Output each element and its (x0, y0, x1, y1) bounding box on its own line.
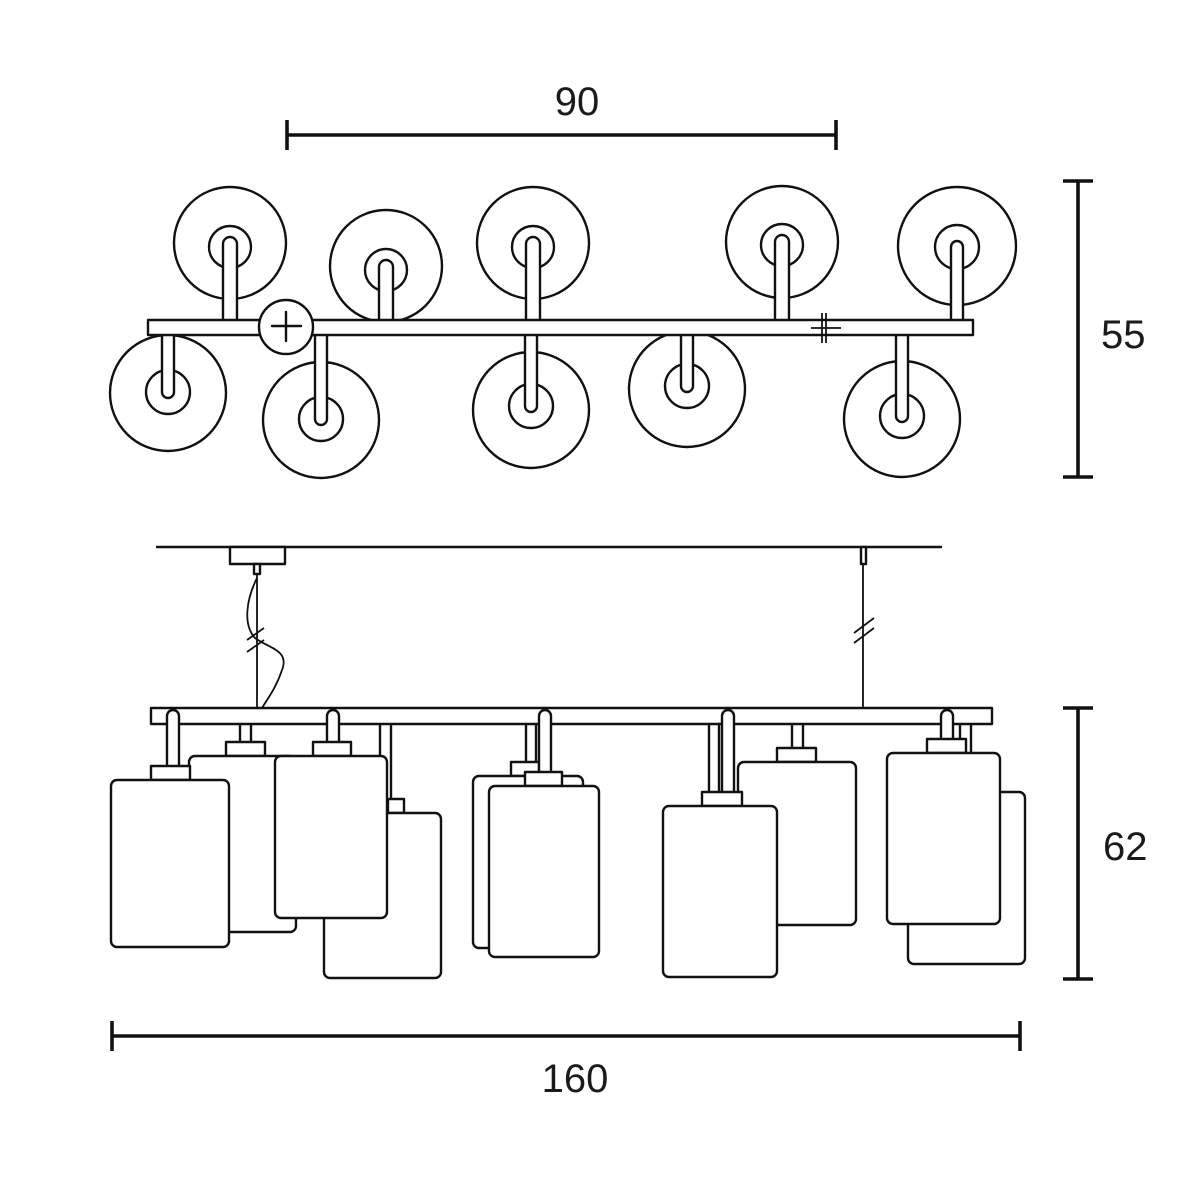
suspension-cable (246, 574, 285, 709)
glass-shade (273, 754, 389, 920)
canopy (228, 545, 287, 566)
break-mark-icon (811, 313, 841, 343)
dimension-label: 90 (555, 80, 600, 124)
top-view (108, 184, 1018, 480)
dimension-label: 55 (1101, 313, 1146, 357)
disc-shade (627, 329, 747, 449)
suspension-cable (853, 564, 875, 708)
junction-plus-icon (257, 298, 315, 356)
side-view (109, 545, 1027, 980)
rect-glass-shades-front (109, 708, 1002, 979)
dimension-label: 62 (1103, 825, 1148, 869)
cable-anchor (859, 545, 868, 566)
glass-shade (109, 778, 231, 949)
disc-shade (896, 185, 1018, 323)
dimension-55: 55 (1063, 179, 1146, 479)
disc-shade (475, 185, 591, 323)
top-bar (146, 318, 975, 337)
disc-shade (471, 333, 591, 470)
side-bar (149, 706, 994, 726)
glass-shade (661, 804, 779, 979)
dimension-62: 62 (1063, 706, 1148, 981)
glass-shade (487, 784, 601, 959)
disc-shade (108, 333, 228, 453)
lower-disc-shades (108, 329, 962, 480)
dimension-label: 160 (542, 1057, 609, 1101)
glass-shade (885, 751, 1002, 926)
dimension-160: 160 (110, 1021, 1022, 1101)
upper-disc-shades (172, 184, 1018, 324)
disc-shade (328, 208, 444, 324)
disc-shade (261, 333, 381, 480)
dimension-90: 90 (285, 80, 838, 150)
disc-shade (172, 185, 288, 323)
disc-shade (724, 184, 840, 323)
disc-shade (842, 333, 962, 479)
